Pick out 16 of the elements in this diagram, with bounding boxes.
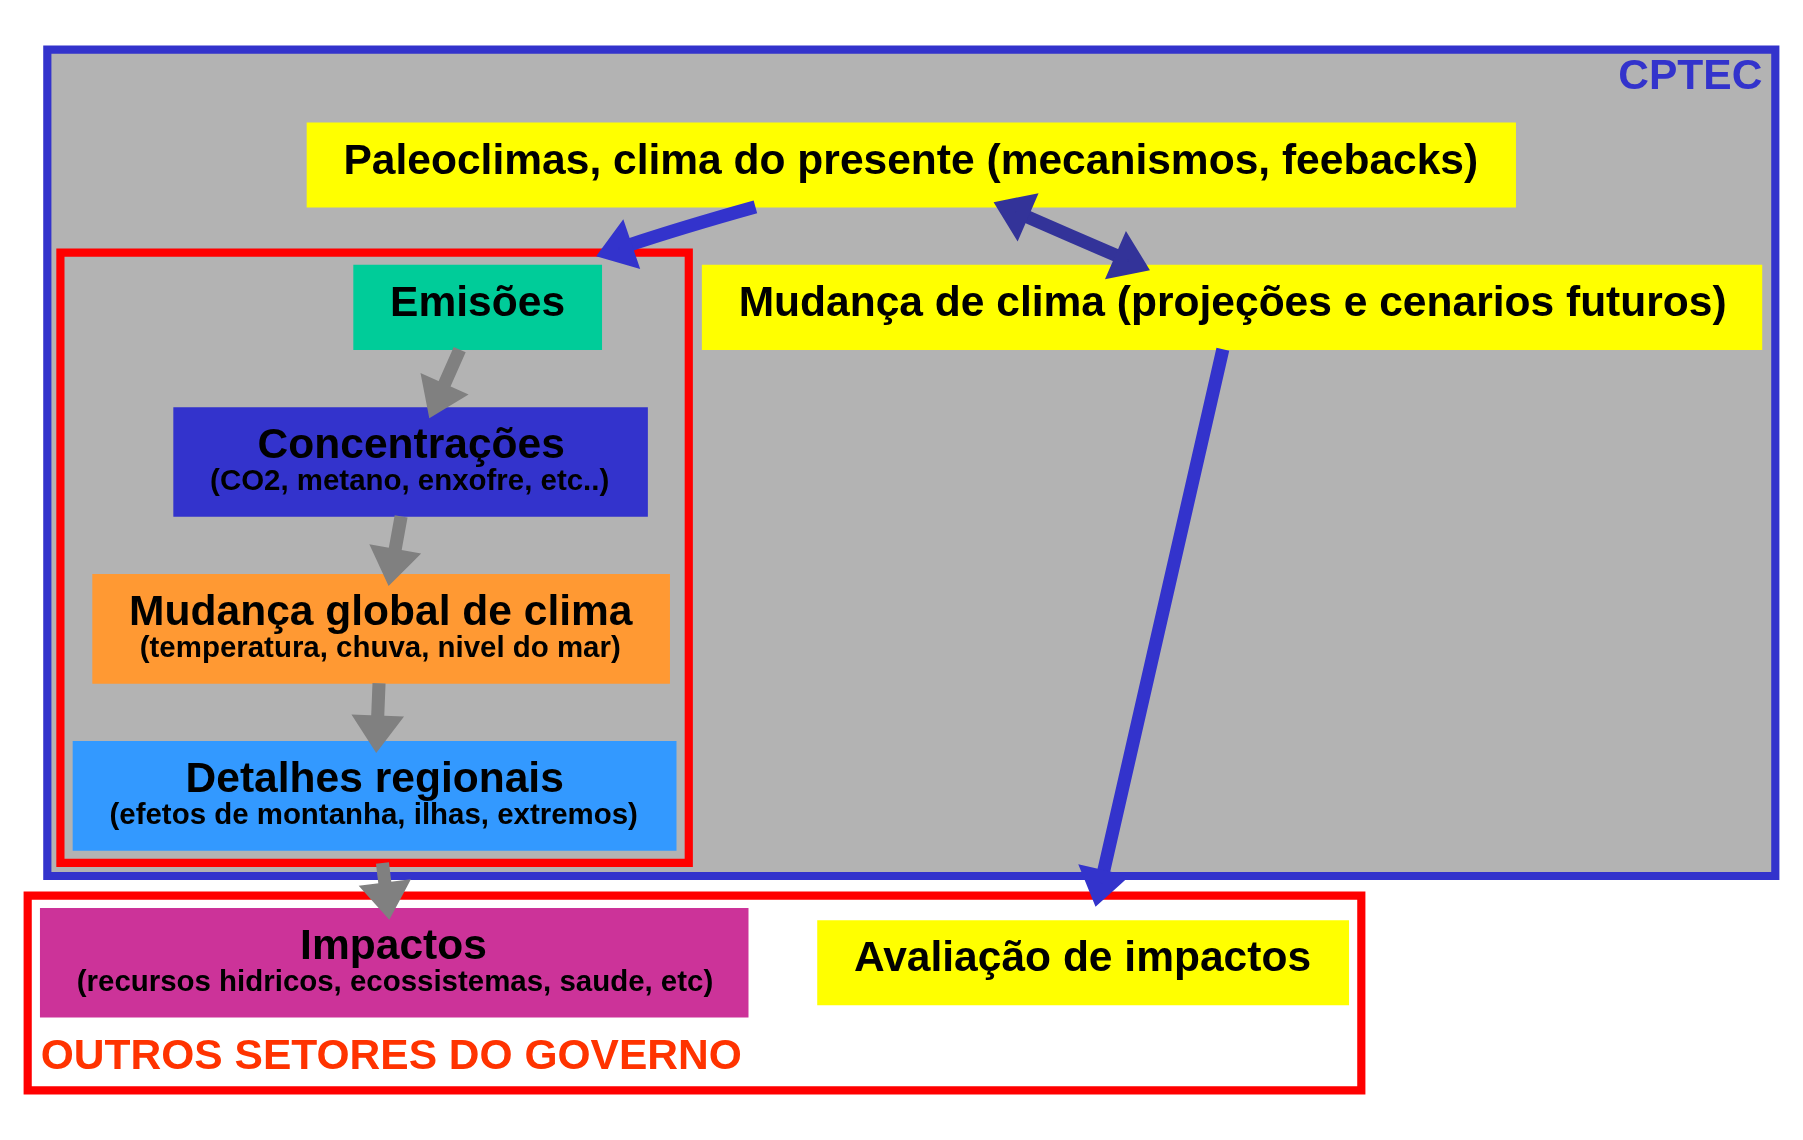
node-box: Mudança de clima (projeções e cenarios futuros) — [701, 264, 1763, 350]
arrow — [351, 682, 405, 753]
arrow — [596, 200, 758, 270]
arrow — [420, 346, 469, 419]
arrow — [358, 862, 411, 920]
node-box: Avaliação de impactos — [817, 920, 1350, 1006]
node-box: Impactos (recursos hidricos, ecossistemas, saude, etc) — [39, 907, 749, 1018]
arrow — [993, 193, 1150, 280]
node-box: Detalhes regionais (efetos de montanha, ilhas, extremos) — [72, 741, 677, 851]
node-box: Concentrações (CO2, metano, enxofre, etc..) — [173, 407, 648, 517]
node-box: Paleoclimas, clima do presente (mecanismos, feebacks) — [306, 122, 1516, 208]
arrow — [369, 515, 422, 586]
node-box: Emisões — [353, 264, 603, 350]
node-box: Mudança global de clima (temperatura, chuva, nivel do mar) — [92, 574, 670, 684]
arrow — [1078, 347, 1230, 907]
cluster — [56, 248, 693, 867]
